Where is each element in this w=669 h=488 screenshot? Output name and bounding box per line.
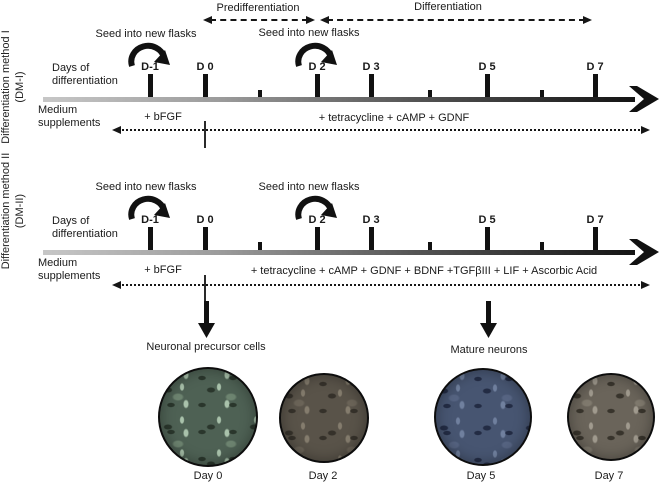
timeline-tick bbox=[485, 74, 490, 98]
micrograph-day2 bbox=[279, 373, 369, 463]
down-arrow-icon bbox=[480, 301, 497, 338]
timeline-tick bbox=[369, 227, 374, 250]
supplement-span-arrow bbox=[112, 126, 650, 136]
timeline-tick bbox=[315, 74, 320, 98]
timeline-tick bbox=[315, 227, 320, 250]
arrowhead-left-icon bbox=[320, 16, 329, 24]
day-tick-label: D 5 bbox=[478, 61, 496, 73]
outcome-label-mature: Mature neurons bbox=[450, 344, 528, 356]
timeline-tick bbox=[148, 74, 153, 98]
day-tick-label: D 0 bbox=[196, 61, 214, 73]
phase-divider-line bbox=[204, 121, 206, 148]
day-tick-label: D 2 bbox=[308, 214, 326, 226]
timeline-tick-minor bbox=[540, 242, 544, 250]
seed-curved-arrow-icon bbox=[128, 195, 170, 220]
timeline-tick-minor bbox=[428, 90, 432, 98]
arrowhead-right-icon bbox=[306, 16, 315, 24]
day-tick-label: D 7 bbox=[586, 214, 604, 226]
day-tick-label: D 0 bbox=[196, 214, 214, 226]
down-arrow-icon bbox=[198, 301, 215, 338]
timeline-tick-minor bbox=[540, 90, 544, 98]
supplement-post-label: + tetracycline + cAMP + GDNF bbox=[318, 112, 470, 124]
day-tick-label: D 3 bbox=[362, 61, 380, 73]
supplement-pre-label: + bFGF bbox=[144, 111, 182, 123]
micrograph-day5 bbox=[434, 368, 532, 466]
seed-label: Seed into new flasks bbox=[95, 181, 197, 193]
day-tick-label: D 5 bbox=[478, 214, 496, 226]
timeline-arrowhead-icon bbox=[629, 86, 659, 112]
seed-curved-arrow-icon bbox=[295, 42, 337, 67]
supplement-span-arrow bbox=[112, 281, 650, 291]
timeline-axis bbox=[43, 250, 635, 255]
medium-supplements-label: Medium supplements bbox=[38, 257, 101, 282]
seed-curved-arrow-icon bbox=[295, 195, 337, 220]
seed-curved-arrow-icon bbox=[128, 42, 170, 67]
timeline-tick bbox=[369, 74, 374, 98]
side-label-dm2: Differentiation method II (DM-II) bbox=[0, 152, 26, 270]
timeline-tick bbox=[148, 227, 153, 250]
timeline-tick bbox=[485, 227, 490, 250]
predifferentiation-arrow bbox=[203, 16, 315, 26]
timeline-tick bbox=[593, 227, 598, 250]
phase-label-predifferentiation: Predifferentiation bbox=[216, 2, 300, 14]
medium-supplements-label: Medium supplements bbox=[38, 104, 101, 129]
arrowhead-right-icon bbox=[583, 16, 592, 24]
day-tick-label: D 7 bbox=[586, 61, 604, 73]
supplement-pre-label: + bFGF bbox=[144, 264, 182, 276]
seed-label: Seed into new flasks bbox=[95, 28, 197, 40]
arrowhead-left-icon bbox=[203, 16, 212, 24]
timeline-tick-minor bbox=[258, 90, 262, 98]
day-tick-label: D 2 bbox=[308, 61, 326, 73]
phase-divider-line bbox=[204, 275, 206, 302]
axis-label-days: Days of differentiation bbox=[52, 62, 118, 87]
arrowhead-left-icon bbox=[112, 281, 121, 289]
timeline-tick bbox=[203, 227, 208, 250]
day-tick-label: D-1 bbox=[141, 214, 159, 226]
differentiation-arrow bbox=[320, 16, 592, 26]
seed-label: Seed into new flasks bbox=[258, 181, 360, 193]
micrograph-caption: Day 5 bbox=[466, 470, 496, 482]
day-tick-label: D 3 bbox=[362, 214, 380, 226]
timeline-tick bbox=[593, 74, 598, 98]
timeline-tick bbox=[203, 74, 208, 98]
timeline-arrowhead-icon bbox=[629, 239, 659, 265]
timeline-axis bbox=[43, 97, 635, 102]
timeline-tick-minor bbox=[428, 242, 432, 250]
outcome-label-precursor: Neuronal precursor cells bbox=[146, 341, 266, 353]
micrograph-day7 bbox=[567, 373, 655, 461]
phase-label-differentiation: Differentiation bbox=[414, 1, 482, 13]
supplement-post-label: + tetracycline + cAMP + GDNF + BDNF +TGF… bbox=[250, 265, 598, 277]
side-label-dm1: Differentiation method I (DM-I) bbox=[0, 30, 26, 144]
arrowhead-left-icon bbox=[112, 126, 121, 134]
arrowhead-right-icon bbox=[641, 126, 650, 134]
axis-label-days: Days of differentiation bbox=[52, 215, 118, 240]
day-tick-label: D-1 bbox=[141, 61, 159, 73]
micrograph-day0 bbox=[158, 367, 258, 467]
micrograph-caption: Day 2 bbox=[308, 470, 338, 482]
timeline-tick-minor bbox=[258, 242, 262, 250]
micrograph-caption: Day 0 bbox=[193, 470, 223, 482]
micrograph-caption: Day 7 bbox=[594, 470, 624, 482]
arrowhead-right-icon bbox=[641, 281, 650, 289]
seed-label: Seed into new flasks bbox=[258, 27, 360, 39]
